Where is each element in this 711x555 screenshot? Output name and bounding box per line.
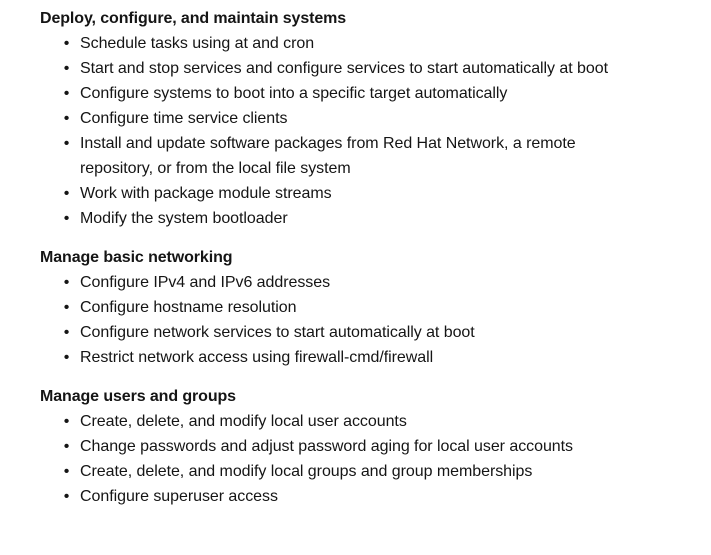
task-list-item: • Schedule tasks using at and cron [0,31,711,56]
task-text: Create, delete, and modify local groups … [80,463,533,480]
section-heading: Manage users and groups [40,388,236,405]
bullet-icon: • [63,274,70,291]
task-list-item: • Configure time service clients [0,106,711,131]
section-heading: Manage basic networking [40,249,233,266]
bullet-icon: • [63,210,70,227]
task-text: Start and stop services and configure se… [80,60,608,77]
bullet-icon: • [63,299,70,316]
bullet-icon: • [63,60,70,77]
task-text: Configure systems to boot into a specifi… [80,85,508,102]
task-list-item: • Configure IPv4 and IPv6 addresses [0,270,711,295]
bullet-icon: • [63,349,70,366]
task-text: Schedule tasks using at and cron [80,35,315,52]
objective-section: Manage basic networking • Configure IPv4 a… [0,245,711,370]
task-list-item: • Start and stop services and configure s… [0,56,711,81]
task-text: Restrict network access using firewall-c… [80,349,434,366]
task-list-item: • Restrict network access using firewall-… [0,345,711,370]
task-list-item: • Modify the system bootloader [0,206,711,231]
bullet-icon: • [63,413,70,430]
task-list: • Schedule tasks using at and cron • Start … [0,31,711,231]
objective-section: Deploy, configure, and maintain systems •… [0,6,711,231]
task-text: Configure hostname resolution [80,299,297,316]
task-text: Configure network services to start auto… [80,324,475,341]
bullet-icon: • [63,185,70,202]
task-text: Configure time service clients [80,110,288,127]
task-list-item: • Configure network services to start aut… [0,320,711,345]
task-list: • Create, delete, and modify local user a… [0,409,711,509]
task-list-item: • Change passwords and adjust password ag… [0,434,711,459]
task-list-item: • Configure hostname resolution [0,295,711,320]
bullet-icon: • [63,488,70,505]
task-text: Modify the system bootloader [80,210,288,227]
bullet-icon: • [63,35,70,52]
bullet-icon: • [63,463,70,480]
task-text: Work with package module streams [80,185,332,202]
task-text: Configure superuser access [80,488,278,505]
bullet-icon: • [63,85,70,102]
task-list-item: • Create, delete, and modify local groups… [0,459,711,484]
bullet-icon: • [63,438,70,455]
task-text: Configure IPv4 and IPv6 addresses [80,274,331,291]
task-text: Create, delete, and modify local user ac… [80,413,407,430]
section-heading: Deploy, configure, and maintain systems [40,10,347,27]
task-list-item: • Configure systems to boot into a specif… [0,81,711,106]
objectives-outline: Deploy, configure, and maintain systems •… [0,6,711,509]
task-list-item: • Configure superuser access [0,484,711,509]
task-list-item: • Install and update software packages fr… [0,131,711,181]
task-list-item: • Work with package module streams [0,181,711,206]
bullet-icon: • [63,135,70,152]
task-text: Install and update software packages fro… [80,135,576,177]
task-list: • Configure IPv4 and IPv6 addresses • Confi… [0,270,711,370]
bullet-icon: • [63,110,70,127]
task-list-item: • Create, delete, and modify local user a… [0,409,711,434]
objective-section: Manage users and groups • Create, delete, … [0,384,711,509]
task-text: Change passwords and adjust password agi… [80,438,573,455]
bullet-icon: • [63,324,70,341]
